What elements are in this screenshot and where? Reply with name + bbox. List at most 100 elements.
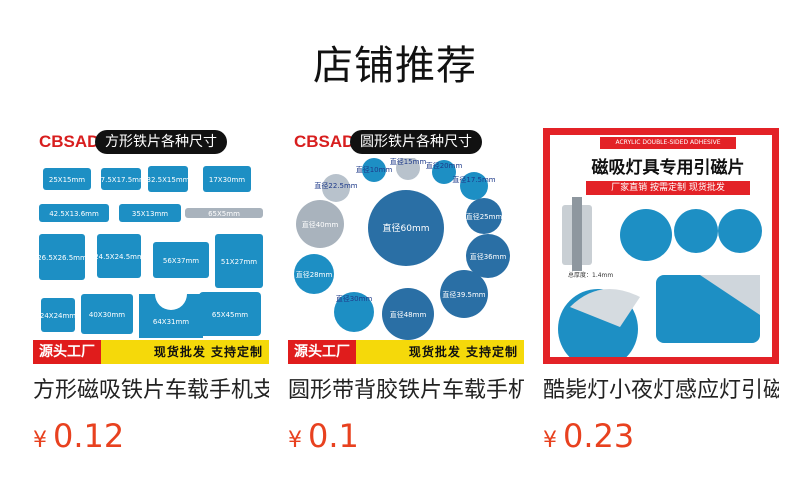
plate-4-label: 17X30mm	[209, 176, 245, 184]
plate-11-label: 51X27mm	[221, 258, 257, 266]
product-name[interactable]: 方形磁吸铁片车载手机支架	[33, 378, 269, 403]
disc-11-label: 直径39.5mm	[442, 290, 485, 299]
plate-14-label: 64X31mm	[153, 318, 189, 326]
adhesive-label: ACRYLIC DOUBLE-SIDED ADHESIVE	[600, 137, 736, 149]
image-red-frame: ACRYLIC DOUBLE-SIDED ADHESIVE 磁吸灯具专用引磁片 …	[543, 128, 779, 364]
product-image[interactable]: CBSAD 方形铁片各种尺寸 25X15mm 17.5X17.5mm 32.5X…	[33, 128, 269, 364]
image-header: CBSAD 圆形铁片各种尺寸	[288, 128, 524, 158]
caliper-bar	[572, 197, 582, 271]
disc-5	[460, 172, 488, 200]
plate-13	[81, 294, 133, 334]
disc-10-label: 直径28mm	[296, 270, 333, 279]
disc-5-label: 直径17.5mm	[452, 175, 495, 184]
disc-6	[296, 200, 344, 248]
plate-2-label: 17.5X17.5mm	[96, 176, 146, 184]
plate-4	[203, 166, 251, 192]
disc-13	[382, 288, 434, 340]
disc-2-label: 直径15mm	[390, 158, 427, 166]
plate-10	[153, 242, 209, 278]
disc-c	[718, 209, 762, 253]
disc-13-label: 直径48mm	[390, 310, 427, 319]
peeled-film-rect	[700, 275, 760, 315]
square-plates-illustration: 25X15mm 17.5X17.5mm 32.5X15mm 17X30mm 42…	[37, 166, 263, 338]
plate-12-label: 24X24mm	[40, 312, 76, 320]
disc-7-label: 直径60mm	[383, 222, 430, 234]
round-plates-illustration: 直径10mm 直径15mm 直径20mm 直径22.5mm 直径17.5mm 直…	[294, 158, 510, 340]
image-inner: ACRYLIC DOUBLE-SIDED ADHESIVE 磁吸灯具专用引磁片 …	[550, 135, 772, 357]
disc-10	[294, 254, 334, 294]
disc-9-label: 直径36mm	[470, 252, 507, 261]
plate-6-label: 35X13mm	[132, 210, 168, 218]
product-image[interactable]: CBSAD 圆形铁片各种尺寸 直径10mm 直径15mm 直径20mm 直径22…	[288, 128, 524, 364]
currency-symbol: ¥	[33, 428, 47, 453]
disc-3	[432, 160, 456, 184]
plate-5	[39, 204, 109, 222]
disc-1-label: 直径10mm	[356, 165, 393, 174]
currency-symbol: ¥	[543, 428, 557, 453]
headline-pill: 圆形铁片各种尺寸	[350, 130, 482, 154]
magnet-plates-illustration: 总厚度：1.4mm	[558, 197, 762, 357]
plate-7	[185, 208, 263, 218]
plate-13-label: 40X30mm	[89, 311, 125, 319]
disc-6-label: 直径40mm	[302, 220, 339, 229]
brand-logo: CBSAD	[294, 132, 355, 151]
plate-3-label: 32.5X15mm	[147, 176, 190, 184]
product-price: ¥0.12	[33, 414, 269, 458]
promo-strip: 源头工厂 现货批发 支持定制	[33, 340, 269, 364]
plate-6	[119, 204, 181, 222]
plate-8	[39, 234, 85, 280]
promo-strip: 源头工厂 现货批发 支持定制	[288, 340, 524, 364]
product-name[interactable]: 酷毙灯小夜灯感应灯引磁片	[543, 378, 779, 403]
product-name[interactable]: 圆形带背胶铁片车载手机支架	[288, 378, 524, 403]
promo-slogan: 现货批发 支持定制	[153, 345, 263, 359]
pencil-icon	[253, 134, 263, 148]
plate-11	[215, 234, 263, 288]
product-card-square-plates[interactable]: CBSAD 方形铁片各种尺寸 25X15mm 17.5X17.5mm 32.5X…	[33, 128, 269, 458]
headline-pill: 方形铁片各种尺寸	[95, 130, 227, 154]
image-subline: 厂家直销 按需定制 现货批发	[586, 181, 750, 195]
image-header: CBSAD 方形铁片各种尺寸	[33, 128, 269, 158]
product-price: ¥0.1	[288, 414, 524, 458]
plate-10-label: 56X37mm	[163, 257, 199, 265]
plate-2	[101, 168, 141, 190]
disc-1	[362, 158, 386, 182]
plate-15	[199, 292, 261, 336]
peeled-film	[570, 289, 640, 327]
disc-4-label: 直径22.5mm	[314, 181, 357, 190]
source-factory-badge: 源头工厂	[288, 340, 356, 364]
product-price: ¥0.23	[543, 414, 779, 458]
disc-12	[334, 292, 374, 332]
disc-8	[466, 198, 502, 234]
plate-1	[43, 168, 91, 190]
plate-12	[41, 298, 75, 332]
plate-7-label: 65X5mm	[208, 210, 240, 218]
disc-7	[368, 190, 444, 266]
product-card-round-plates[interactable]: CBSAD 圆形铁片各种尺寸 直径10mm 直径15mm 直径20mm 直径22…	[288, 128, 524, 458]
thickness-label: 总厚度：1.4mm	[568, 271, 613, 279]
disc-9	[466, 234, 510, 278]
plate-5-label: 42.5X13.6mm	[49, 210, 99, 218]
brand-logo: CBSAD	[39, 132, 100, 151]
disc-8-label: 直径25mm	[466, 212, 503, 221]
pencil-icon	[508, 134, 518, 148]
image-headline: 磁吸灯具专用引磁片	[591, 158, 745, 178]
plate-8-label: 26.5X26.5mm	[37, 254, 87, 262]
disc-b	[674, 209, 718, 253]
disc-12-label: 直径30mm	[336, 294, 373, 303]
disc-a	[620, 209, 672, 261]
product-card-light-magnet-plates[interactable]: ACRYLIC DOUBLE-SIDED ADHESIVE 磁吸灯具专用引磁片 …	[543, 128, 779, 458]
disc-4	[322, 174, 350, 202]
plate-9-label: 24.5X24.5mm	[94, 253, 144, 261]
disc-2	[396, 158, 420, 180]
price-value: 0.12	[53, 417, 125, 455]
source-factory-badge: 源头工厂	[33, 340, 101, 364]
disc-11	[440, 270, 488, 318]
product-image[interactable]: ACRYLIC DOUBLE-SIDED ADHESIVE 磁吸灯具专用引磁片 …	[543, 128, 779, 364]
plate-1-label: 25X15mm	[49, 176, 85, 184]
currency-symbol: ¥	[288, 428, 302, 453]
plate-14	[139, 294, 203, 338]
price-value: 0.1	[308, 417, 359, 455]
plate-3	[148, 166, 188, 192]
promo-slogan: 现货批发 支持定制	[408, 345, 518, 359]
